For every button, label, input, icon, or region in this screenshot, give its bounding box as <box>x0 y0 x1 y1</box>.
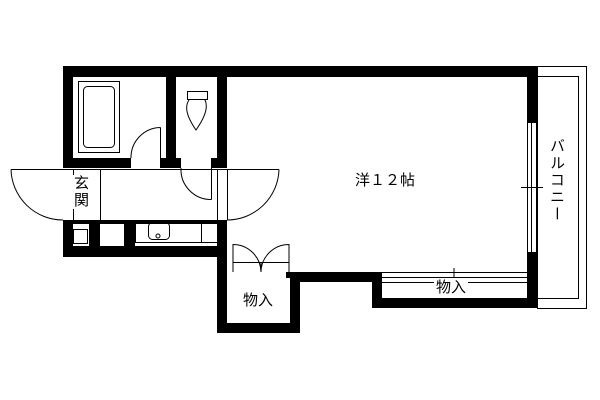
main-room-label: 洋１２帖 <box>355 171 416 189</box>
kitchen-counter <box>135 220 218 243</box>
bathtub <box>78 81 120 153</box>
hall-door <box>226 169 280 221</box>
toilet-icon <box>186 91 208 131</box>
entrance-label: 玄関 <box>72 175 90 209</box>
window <box>521 123 543 252</box>
entrance-door <box>10 169 64 221</box>
balcony-label: バルコニー <box>548 138 566 223</box>
storage-doors <box>232 244 290 273</box>
sink-icon <box>148 222 170 240</box>
walls <box>63 66 537 333</box>
bath-door <box>130 127 161 159</box>
storage-label-1: 物入 <box>243 291 274 309</box>
toilet-door <box>180 167 212 201</box>
storage-label-2: 物入 <box>434 278 469 296</box>
closet-doors <box>382 268 527 283</box>
